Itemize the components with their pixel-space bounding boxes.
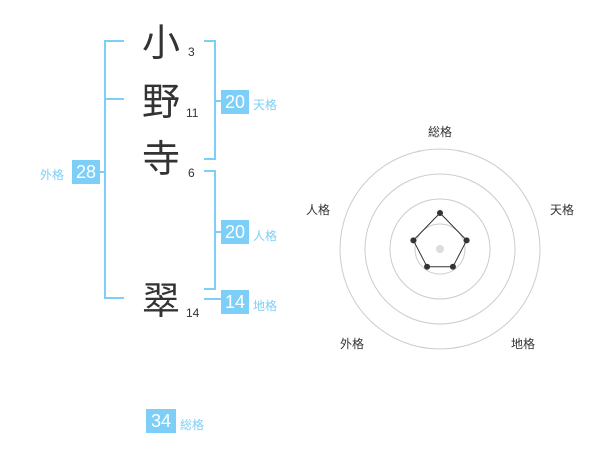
name-char-4: 翠 [142, 279, 181, 323]
radar-ring [414, 223, 466, 275]
jinkaku-connector [216, 231, 222, 233]
radar-polygon [412, 212, 468, 268]
radar-chart [339, 148, 541, 350]
radar-point-4 [424, 263, 431, 270]
tenkaku-connector [216, 100, 222, 102]
radar-points [410, 210, 470, 270]
radar-point-1 [437, 210, 443, 216]
radar-center-dot [436, 245, 444, 253]
radar-ring [339, 148, 541, 350]
gaikaku-connector [98, 171, 106, 173]
radar-ring [364, 173, 516, 325]
radar-rings [339, 148, 541, 350]
gaikaku-label: 外格 [40, 168, 65, 182]
radar-point-2 [463, 237, 470, 244]
radar-axis-label-soukaku: 総格 [428, 125, 453, 139]
radar-axis-label-jinkaku: 人格 [306, 203, 331, 217]
stroke-count-3: 6 [188, 166, 195, 180]
chikaku-label: 地格 [253, 299, 278, 313]
soukaku-label: 総格 [180, 418, 205, 432]
tenkaku-bracket [204, 40, 216, 160]
jinkaku-value: 20 [221, 220, 249, 244]
radar-point-3 [449, 263, 456, 270]
radar-point-5 [410, 237, 417, 244]
gaikaku-value: 28 [72, 160, 100, 184]
radar-axis-label-chikaku: 地格 [511, 337, 536, 351]
radar-axis-label-gaikaku: 外格 [340, 337, 365, 351]
gaikaku-bracket [104, 40, 124, 299]
bracket-tick-mid [104, 98, 124, 100]
tenkaku-label: 天格 [253, 98, 278, 112]
chikaku-value: 14 [221, 290, 249, 314]
name-char-3: 寺 [142, 137, 181, 181]
radar-axis-label-tenkaku: 天格 [550, 203, 575, 217]
chikaku-connector [204, 298, 222, 300]
radar-ring [389, 198, 491, 300]
radar-value-polygon [412, 212, 468, 268]
jinkaku-label: 人格 [253, 229, 278, 243]
stroke-count-4: 14 [186, 306, 200, 320]
jinkaku-bracket [204, 170, 216, 290]
name-char-2: 野 [142, 80, 181, 124]
soukaku-value: 34 [146, 409, 176, 433]
tenkaku-value: 20 [221, 90, 249, 114]
name-char-1: 小 [142, 21, 181, 65]
stroke-count-2: 11 [186, 106, 199, 120]
stroke-count-1: 3 [188, 45, 195, 59]
